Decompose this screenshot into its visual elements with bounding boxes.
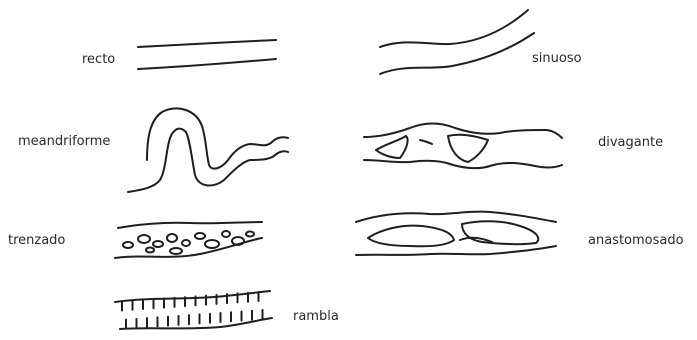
channel-sinuoso — [380, 10, 534, 74]
rambla-bank-ticks-top — [122, 292, 259, 311]
label-rambla: rambla — [293, 309, 339, 324]
label-recto: recto — [82, 52, 115, 67]
channel-anastomosado — [356, 212, 556, 255]
label-anastomosado: anastomosado — [588, 233, 684, 248]
braid-bars — [123, 231, 254, 254]
channel-meandriforme — [128, 108, 288, 192]
channel-divagante — [364, 124, 562, 169]
channel-trenzado — [115, 222, 262, 258]
rambla-bank-ticks-bottom — [126, 310, 263, 329]
label-meandriforme: meandriforme — [18, 134, 110, 149]
label-divagante: divagante — [598, 135, 663, 150]
label-trenzado: trenzado — [8, 233, 65, 248]
channel-recto — [138, 40, 276, 69]
channel-rambla — [115, 291, 272, 329]
label-sinuoso: sinuoso — [532, 51, 582, 66]
